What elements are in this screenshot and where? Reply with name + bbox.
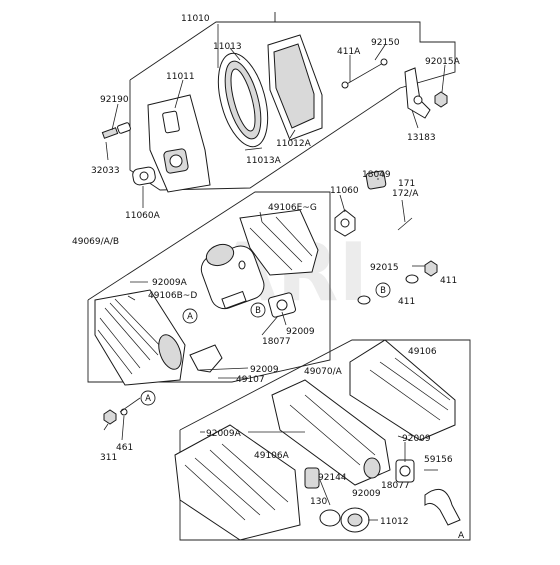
label-171: 171 (398, 179, 415, 189)
muffler-body (200, 243, 265, 310)
label-130: 130 (310, 497, 327, 507)
label-18077-lower: 18077 (381, 481, 410, 491)
clamp-92144 (319, 509, 341, 527)
screw-311 (103, 409, 117, 425)
label-11012A: 11012A (276, 139, 312, 149)
muffler-cover-49106A (174, 424, 301, 541)
label-49106: 49106 (408, 347, 437, 357)
label-49107: 49107 (236, 375, 265, 385)
screw-32033 (101, 122, 131, 139)
label-411-right: 411 (440, 276, 457, 286)
nut-92015A (434, 91, 448, 108)
callout-a-upper: A (182, 308, 198, 324)
label-11011: 11011 (166, 72, 195, 82)
label-11012: 11012 (380, 517, 409, 527)
label-49106B-D: 49106B~D (148, 291, 197, 301)
gasket-11060A (132, 166, 156, 186)
muffler-group-frame (87, 191, 331, 383)
pipe-130 (304, 467, 320, 489)
callout-b-right-text: B (380, 286, 386, 296)
air-filter-group-frame (216, 12, 276, 23)
heat-shield-49106E-G (239, 209, 319, 276)
label-92009-lower: 92009 (352, 489, 381, 499)
muffler-49070A (271, 379, 391, 486)
flange-18077 (267, 292, 297, 318)
label-92015: 92015 (370, 263, 399, 273)
callout-b-right: B (375, 282, 391, 298)
label-411A: 411A (337, 47, 361, 57)
callout-b-muffler: B (250, 302, 266, 318)
part-labels: 11010 11013 11011 92190 32033 11060A 110… (72, 14, 465, 541)
exhaust-group-frame (179, 339, 471, 541)
label-11010: 11010 (181, 14, 210, 24)
label-49106E-G: 49106E~G (268, 203, 317, 213)
label-92150: 92150 (371, 38, 400, 48)
label-411-lower: 411 (398, 297, 415, 307)
label-11060: 11060 (330, 186, 359, 196)
nut-92015 (424, 260, 438, 277)
label-13183: 13183 (407, 133, 436, 143)
gasket-11060 (334, 209, 356, 237)
air-cleaner-cover-11012A (267, 34, 323, 141)
bracket-13183 (404, 67, 431, 119)
washer-411 (357, 274, 419, 305)
bushing-18049 (365, 170, 387, 190)
label-92009-upper: 92009 (286, 327, 315, 337)
label-18049: 18049 (362, 170, 391, 180)
muffler-cover-49106B-D (94, 289, 186, 386)
stud-171 (397, 217, 413, 231)
bolt-92150 (341, 58, 388, 89)
label-311: 311 (100, 453, 117, 463)
label-92015A: 92015A (425, 57, 461, 67)
flange-18077-lower (395, 459, 415, 483)
bracket-49107 (189, 344, 223, 373)
label-92009A-upper: 92009A (152, 278, 188, 288)
label-92190: 92190 (100, 95, 129, 105)
label-18077-upper: 18077 (262, 337, 291, 347)
air-cleaner-base-11011 (147, 94, 211, 193)
label-frame-A: A (458, 531, 465, 541)
callout-a-lower-text: A (145, 394, 151, 404)
label-49069: 49069/A/B (72, 237, 119, 247)
label-92144: 92144 (318, 473, 347, 483)
label-92009-right: 92009 (402, 434, 431, 444)
air-filter-element-11013 (217, 52, 269, 148)
pipe-59156 (424, 488, 461, 526)
label-92009A-lower: 92009A (206, 429, 242, 439)
muffler-cover-49106 (349, 339, 456, 441)
gasket-11012 (340, 507, 370, 533)
label-11013A: 11013A (246, 156, 282, 166)
label-49106A: 49106A (254, 451, 290, 461)
callout-b-muffler-text: B (255, 306, 261, 316)
label-172A: 172/A (392, 189, 419, 199)
callout-a-upper-text: A (187, 312, 193, 322)
callout-a-lower: A (140, 390, 156, 406)
leader-lines (103, 24, 446, 521)
label-11013: 11013 (213, 42, 242, 52)
label-32033: 32033 (91, 166, 120, 176)
label-461: 461 (116, 443, 133, 453)
label-49070A: 49070/A (304, 367, 343, 377)
label-59156: 59156 (424, 455, 453, 465)
label-92009-mid: 92009 (250, 365, 279, 375)
label-11060A: 11060A (125, 211, 161, 221)
washer-461 (120, 408, 128, 416)
